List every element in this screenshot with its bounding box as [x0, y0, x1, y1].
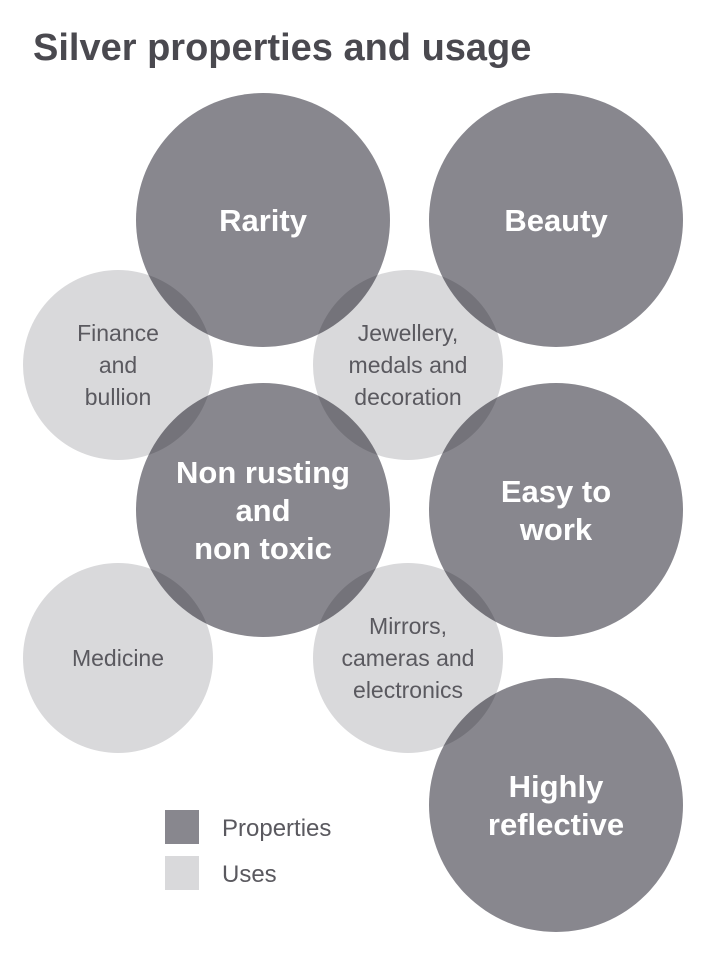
property-label: Highly: [509, 769, 604, 804]
use-label: cameras and: [342, 645, 475, 671]
property-circle-beauty: [429, 93, 683, 347]
property-label: and: [235, 493, 290, 528]
property-circle-highly-reflective: [429, 678, 683, 932]
property-circle-easy-to-work: [429, 383, 683, 637]
use-label: Finance: [77, 320, 159, 346]
use-label: and: [99, 352, 137, 378]
use-label: bullion: [85, 384, 152, 410]
property-circle-rarity: [136, 93, 390, 347]
use-label: medals and: [349, 352, 468, 378]
property-label: Non rusting: [176, 455, 350, 490]
use-label: Medicine: [72, 645, 164, 671]
use-circle-mirrors-cameras-and-electronics: [313, 563, 503, 753]
use-circle-medicine: [23, 563, 213, 753]
property-label: Beauty: [504, 203, 608, 238]
legend-swatch-properties: [165, 810, 199, 844]
property-label: work: [519, 512, 593, 547]
legend-swatch-uses: [165, 856, 199, 890]
property-label: reflective: [488, 807, 624, 842]
legend-label-properties: Properties: [222, 815, 331, 842]
use-label: Mirrors,: [369, 613, 447, 639]
use-circle-finance-and-bullion: [23, 270, 213, 460]
use-circle-jewellery-medals-and-decoration: [313, 270, 503, 460]
use-label: Jewellery,: [358, 320, 459, 346]
use-label: decoration: [354, 384, 461, 410]
property-label: Easy to: [501, 474, 611, 509]
property-label: Rarity: [219, 203, 308, 238]
legend-label-uses: Uses: [222, 861, 277, 888]
property-label: non toxic: [194, 531, 332, 566]
diagram-title: Silver properties and usage: [33, 27, 531, 69]
property-circle-non-rusting-and-non-toxic: [136, 383, 390, 637]
use-label: electronics: [353, 677, 463, 703]
